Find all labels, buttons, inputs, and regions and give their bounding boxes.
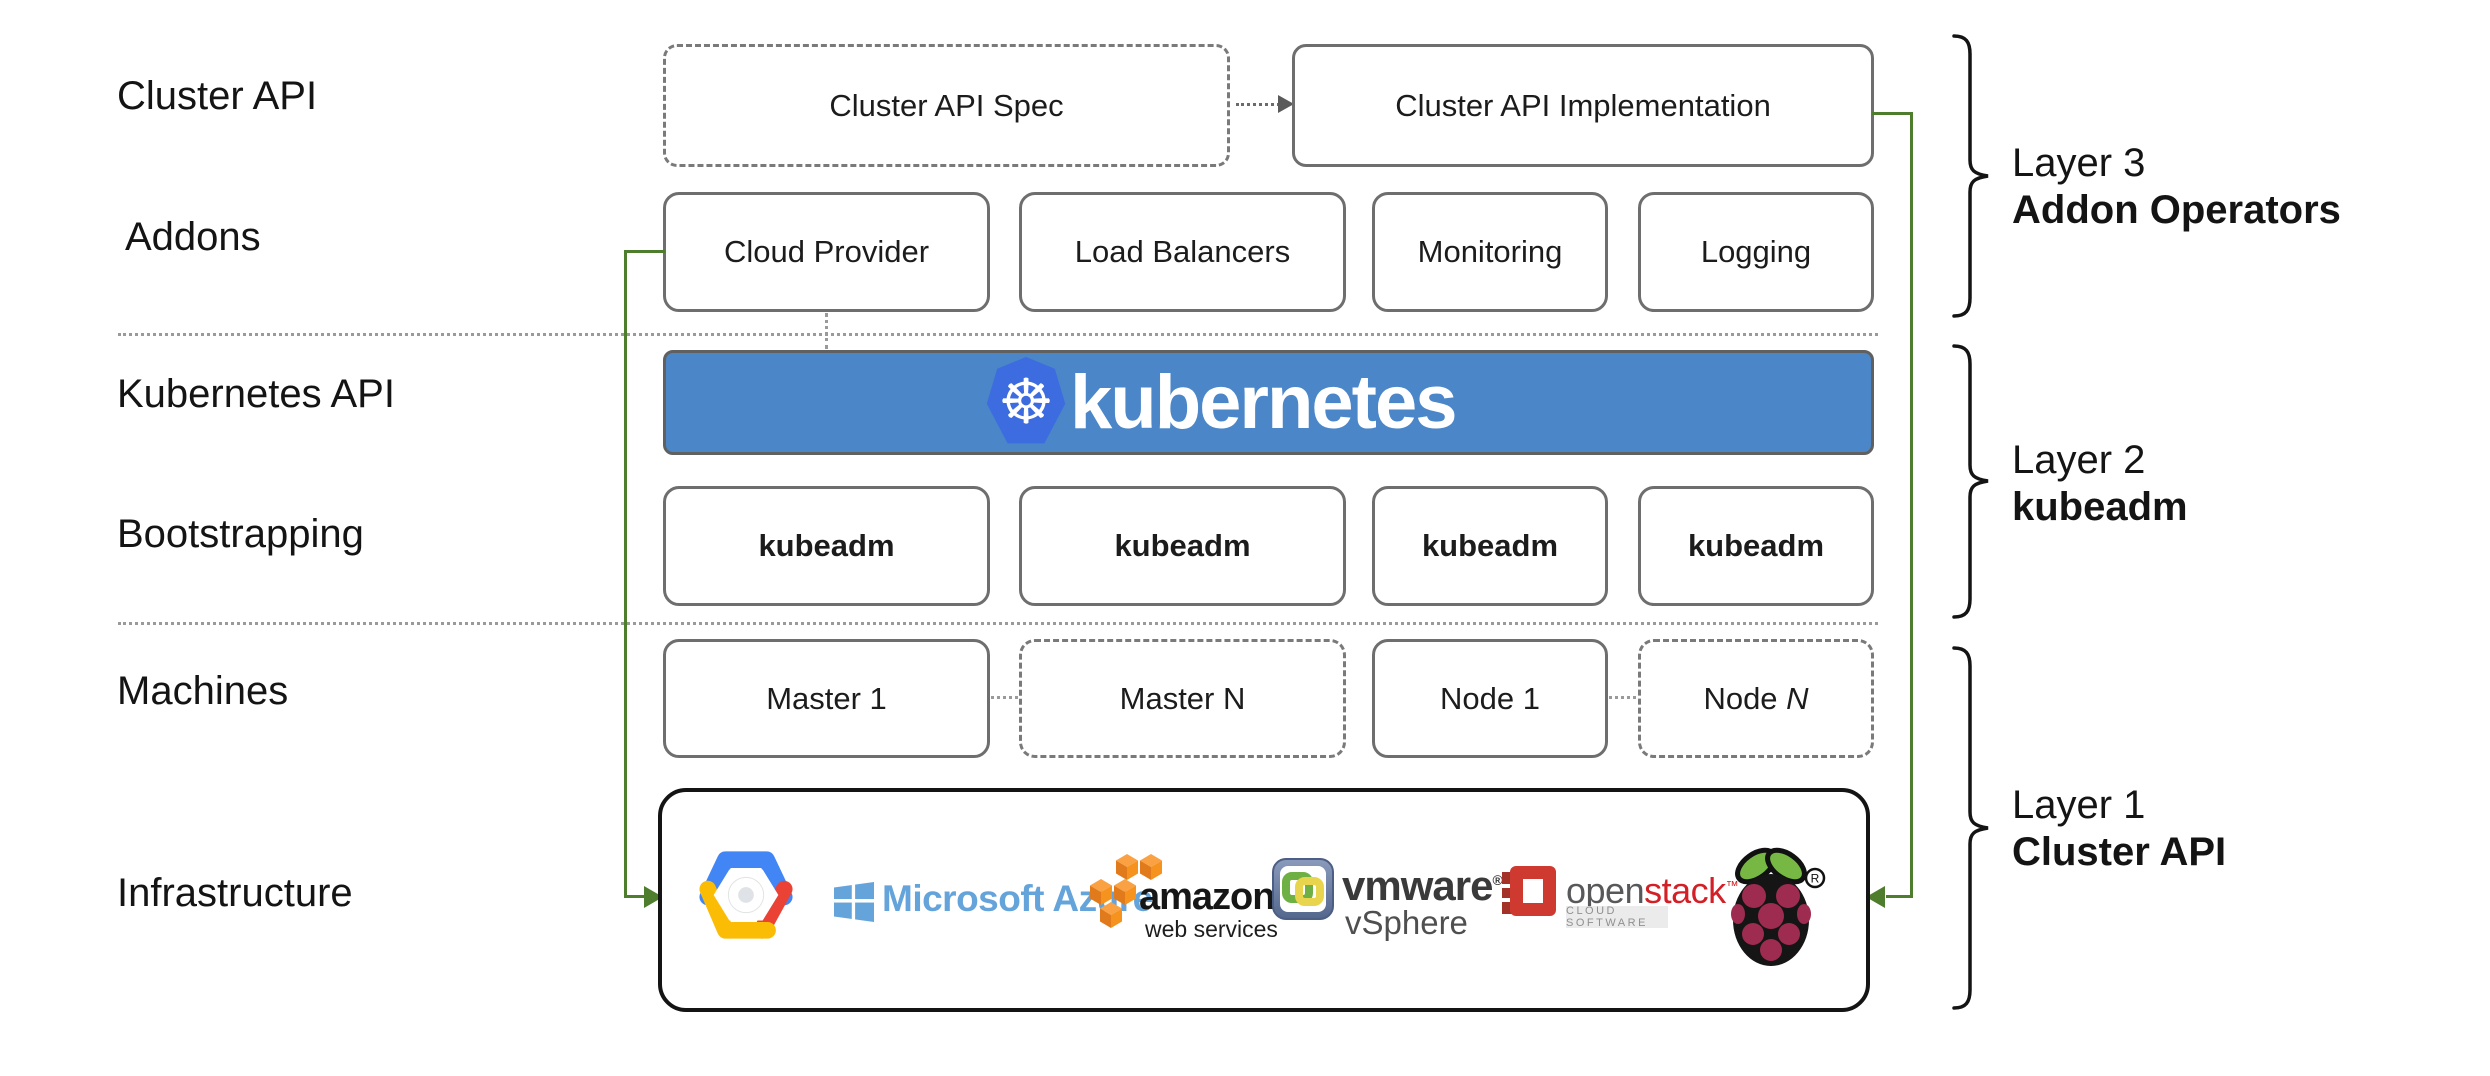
vmware-label: vmware® (1342, 862, 1503, 909)
layer-1-subtitle: Cluster API (2012, 830, 2227, 874)
green-connector-left-bottom (624, 895, 648, 898)
aws-web-services-label: web services (1145, 916, 1278, 942)
addon-label: Load Balancers (1074, 234, 1291, 269)
google-cloud-platform-icon (699, 851, 793, 939)
machine-label: Master 1 (766, 680, 887, 716)
green-connector-right-vertical (1910, 112, 1913, 898)
openstack-cloud-software-label: CLOUD SOFTWARE (1566, 905, 1668, 929)
layer-2-title: Layer 2 (2012, 438, 2146, 482)
addon-box-cloud-provider: Cloud Provider (663, 192, 990, 312)
vsphere-label: vSphere (1345, 904, 1468, 941)
spec-to-implementation-arrowhead-icon (1278, 95, 1294, 113)
machine-label: Master N (1119, 680, 1246, 716)
kubernetes-wordmark: kubernetes (1070, 360, 1457, 445)
kubeadm-box-4: kubeadm (1638, 486, 1874, 606)
vmware-vsphere-icon (1272, 858, 1334, 920)
row-label-bootstrapping: Bootstrapping (117, 512, 364, 556)
kubeadm-box-1: kubeadm (663, 486, 990, 606)
layer-3-title: Layer 3 (2012, 141, 2146, 185)
row-label-addons: Addons (125, 215, 261, 259)
cluster-api-implementation-label: Cluster API Implementation (1395, 87, 1771, 123)
kubernetes-banner (663, 350, 1874, 455)
green-connector-right-top (1872, 112, 1913, 115)
kubeadm-label: kubeadm (1421, 528, 1559, 563)
row-label-machines: Machines (117, 669, 289, 713)
machine-box-node-1: Node 1 (1372, 639, 1608, 758)
master1-to-mastern-connector (991, 696, 1018, 699)
aws-cubes-icon (1090, 854, 1162, 928)
layer-2-label: Layer 2 kubeadm (2012, 437, 2188, 531)
separator-addons-kubernetes (118, 333, 1878, 336)
green-connector-right-bottom (1886, 895, 1913, 898)
row-label-kubernetes-api: Kubernetes API (117, 372, 395, 416)
addon-box-load-balancers: Load Balancers (1019, 192, 1346, 312)
row-label-cluster-api: Cluster API (117, 74, 318, 118)
machine-label: Node 1 (1440, 680, 1540, 716)
addon-box-logging: Logging (1638, 192, 1874, 312)
raspberry-pi-icon: R (1731, 847, 1826, 966)
machine-box-node-n: Node N (1638, 639, 1874, 758)
cluster-api-spec-box: Cluster API Spec (663, 44, 1230, 167)
cluster-api-spec-label: Cluster API Spec (829, 87, 1064, 123)
layer-3-brace (1952, 34, 1989, 318)
kubeadm-box-3: kubeadm (1372, 486, 1608, 606)
openstack-icon (1502, 866, 1556, 916)
cluster-api-implementation-box: Cluster API Implementation (1292, 44, 1874, 167)
layer-3-label: Layer 3 Addon Operators (2012, 140, 2341, 234)
vmware-registered-mark: ® (1492, 872, 1502, 888)
raspberry-registered-mark: R (1811, 872, 1820, 886)
layer-1-brace (1952, 646, 1989, 1010)
machine-box-master-1: Master 1 (663, 639, 990, 758)
green-arrowhead-into-infrastructure-right-icon (1866, 886, 1885, 908)
addon-label: Logging (1700, 234, 1812, 269)
layer-1-label: Layer 1 Cluster API (2012, 782, 2226, 876)
row-label-infrastructure: Infrastructure (117, 871, 353, 915)
green-connector-left-vertical (624, 250, 627, 898)
kubeadm-label: kubeadm (758, 528, 895, 563)
kubeadm-box-2: kubeadm (1019, 486, 1346, 606)
layer-2-brace (1952, 344, 1989, 619)
machine-label: Node N (1703, 680, 1809, 716)
node1-to-noden-connector (1609, 696, 1636, 699)
layer-3-subtitle: Addon Operators (2012, 188, 2341, 232)
separator-bootstrapping-machines (118, 622, 1878, 625)
kubeadm-label: kubeadm (1114, 528, 1251, 563)
addon-box-monitoring: Monitoring (1372, 192, 1608, 312)
addon-label: Cloud Provider (723, 234, 930, 269)
openstack-trademark: ™ (1725, 878, 1739, 893)
cloud-provider-to-kubernetes-connector (825, 313, 828, 349)
spec-to-implementation-connector (1236, 103, 1280, 106)
amazon-label: amazon (1139, 876, 1275, 918)
machine-box-master-n: Master N (1019, 639, 1346, 758)
openstack-label: openstack™ (1566, 870, 1739, 911)
addon-label: Monitoring (1417, 234, 1563, 269)
infrastructure-box: Microsoft Azure amazon web services vmwa… (658, 788, 1870, 1012)
microsoft-azure-icon (834, 882, 874, 922)
layer-1-title: Layer 1 (2012, 783, 2146, 827)
kubernetes-wheel-icon: ☸ (998, 365, 1054, 438)
layer-2-subtitle: kubeadm (2012, 485, 2188, 529)
green-connector-left-top (624, 250, 665, 253)
kubeadm-label: kubeadm (1687, 528, 1825, 563)
